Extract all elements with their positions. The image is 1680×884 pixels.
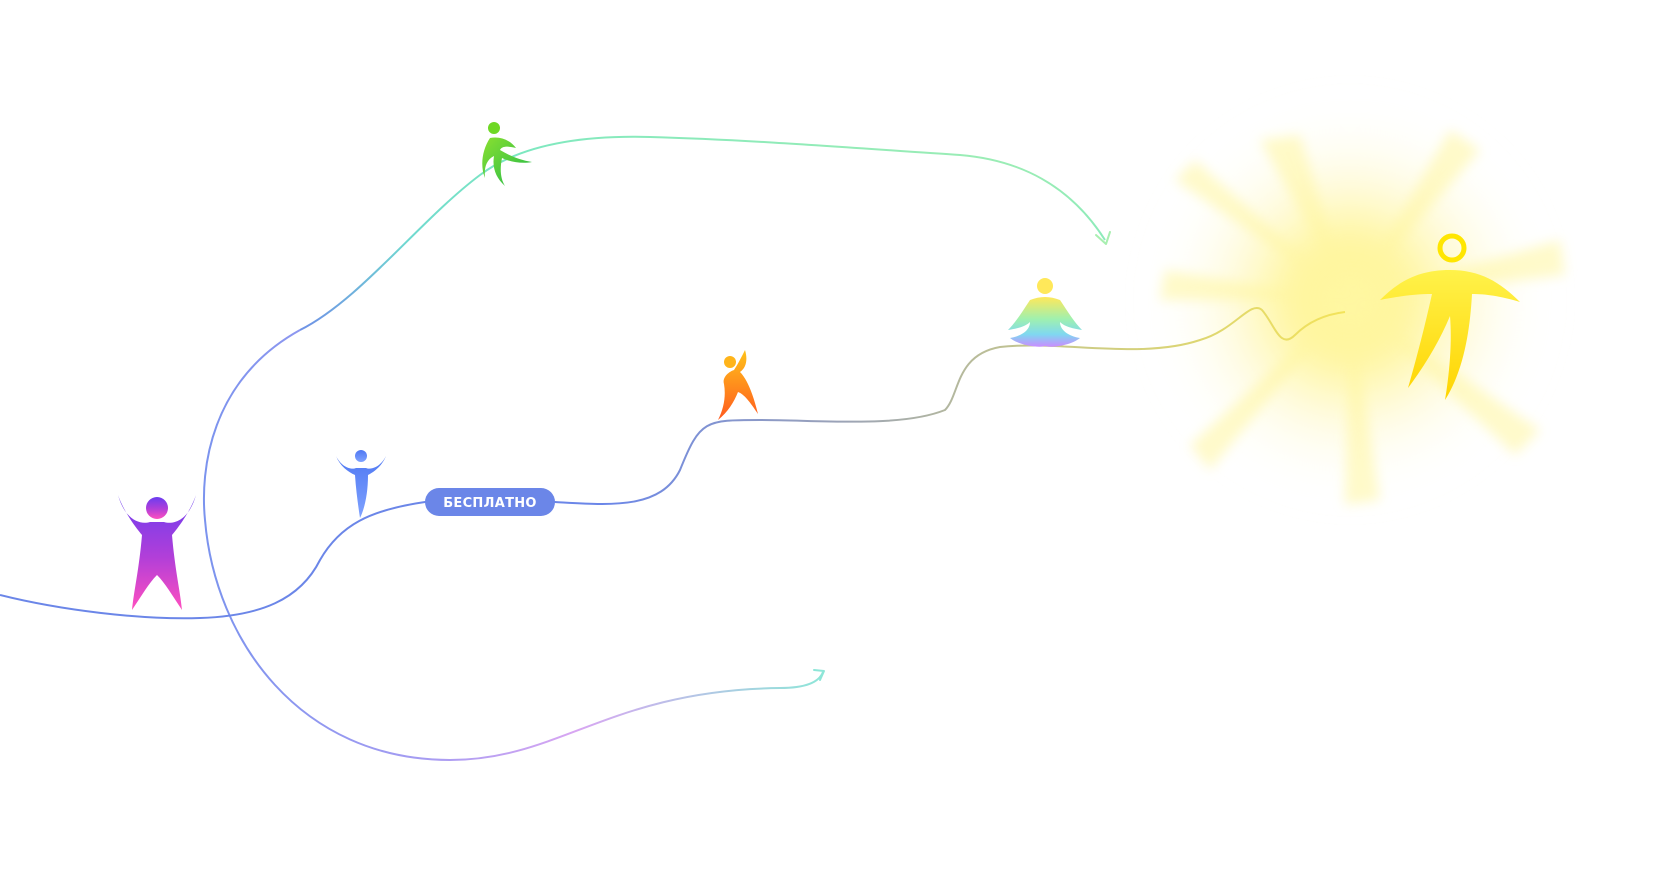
radiant-figure-icon [1380, 233, 1520, 400]
main-path [0, 307, 1346, 620]
free-badge[interactable]: БЕСПЛАТНО [425, 488, 555, 516]
meditating-figure-icon [1008, 278, 1082, 347]
upper-path-arrowhead [1095, 231, 1111, 245]
radiant-glow [1150, 100, 1565, 505]
free-badge-label: БЕСПЛАТНО [443, 496, 537, 511]
lower-path-arrowhead [813, 669, 825, 681]
lower-path [202, 329, 824, 762]
small-figure-icon [336, 450, 386, 518]
climbing-figure-icon [718, 350, 758, 420]
running-figure-icon [482, 122, 532, 186]
upper-path [299, 135, 1106, 331]
start-figure-icon [118, 495, 196, 610]
